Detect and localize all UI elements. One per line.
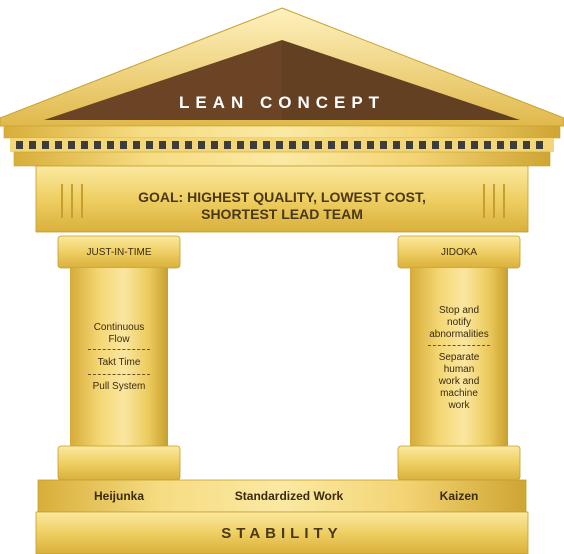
- foundation-stability: STABILITY: [221, 525, 343, 542]
- dentil: [159, 141, 166, 149]
- capital-right-label: JIDOKA: [440, 247, 478, 258]
- dentil: [510, 141, 517, 149]
- shaft-left: [70, 268, 168, 448]
- foundation-standardized-work: Standardized Work: [234, 489, 344, 503]
- cornice-top: [3, 125, 561, 139]
- plinth-right: [397, 445, 521, 481]
- plinth-left: [57, 445, 181, 481]
- dentil: [289, 141, 296, 149]
- dentil: [198, 141, 205, 149]
- dentil: [120, 141, 127, 149]
- dentil: [133, 141, 140, 149]
- dentil: [419, 141, 426, 149]
- shaft-right: [410, 268, 508, 448]
- dentil: [315, 141, 322, 149]
- dentil: [328, 141, 335, 149]
- pillar-left: [57, 235, 181, 481]
- dentil: [237, 141, 244, 149]
- left-divider-1: [88, 349, 150, 350]
- right-item-stop-notify: Stop and notify abnormalities: [410, 305, 508, 341]
- capital-left-label: JUST-IN-TIME: [86, 247, 152, 258]
- right-item-2-line-3: work and: [438, 376, 480, 387]
- dentil: [211, 141, 218, 149]
- dentil: [302, 141, 309, 149]
- foundation-top: [37, 479, 527, 513]
- dentil: [484, 141, 491, 149]
- left-item-continuous-flow: Continuous Flow: [70, 322, 168, 346]
- left-divider-2: [88, 374, 150, 375]
- goal-line-2: SHORTEST LEAD TEAM: [201, 206, 363, 222]
- dentil: [354, 141, 361, 149]
- pediment-inner-shade: [282, 40, 520, 120]
- dentil: [81, 141, 88, 149]
- dentil: [68, 141, 75, 149]
- triglyph-right: [483, 184, 505, 218]
- left-item-pull-system: Pull System: [70, 381, 168, 393]
- dentil: [406, 141, 413, 149]
- goal-line-1: GOAL: HIGHEST QUALITY, LOWEST COST,: [138, 189, 426, 205]
- dentil: [471, 141, 478, 149]
- cornice-dentils: [16, 141, 543, 149]
- right-divider-1: [428, 345, 490, 346]
- dentil: [263, 141, 270, 149]
- dentil: [536, 141, 543, 149]
- right-item-1-line-3: abnormalities: [429, 329, 489, 340]
- right-item-2-line-2: human: [443, 364, 475, 375]
- left-item-1-line-1: Continuous: [93, 322, 145, 333]
- dentil: [393, 141, 400, 149]
- pillar-right: [397, 235, 521, 481]
- foundation-kaizen: Kaizen: [439, 489, 479, 503]
- right-item-1-line-2: notify: [447, 317, 471, 328]
- right-item-2-line-4: machine: [440, 388, 478, 399]
- entablature: [35, 165, 529, 233]
- dentil: [224, 141, 231, 149]
- dentil: [172, 141, 179, 149]
- foundation-heijunka: Heijunka: [93, 489, 144, 503]
- dentil: [94, 141, 101, 149]
- dentil: [55, 141, 62, 149]
- cornice-bottom: [13, 151, 551, 167]
- triglyph-left: [61, 184, 83, 218]
- dentil: [380, 141, 387, 149]
- right-item-1-line-1: Stop and: [438, 305, 480, 316]
- dentil: [29, 141, 36, 149]
- right-item-2-line-5: work: [448, 400, 470, 411]
- dentil: [185, 141, 192, 149]
- dentil: [16, 141, 23, 149]
- dentil: [432, 141, 439, 149]
- dentil: [146, 141, 153, 149]
- goal-text: GOAL: HIGHEST QUALITY, LOWEST COST, SHOR…: [90, 189, 474, 223]
- left-item-2-line-1: Takt Time: [97, 357, 141, 368]
- dentil: [523, 141, 530, 149]
- dentil: [250, 141, 257, 149]
- right-item-2-line-1: Separate: [438, 352, 480, 363]
- dentil: [276, 141, 283, 149]
- dentil: [341, 141, 348, 149]
- foundation-base: [35, 511, 529, 554]
- dentil: [458, 141, 465, 149]
- right-item-separate-work: Separate human work and machine work: [410, 352, 508, 412]
- pediment: [0, 7, 564, 127]
- dentil: [42, 141, 49, 149]
- left-item-takt-time: Takt Time: [70, 357, 168, 369]
- left-item-1-line-2: Flow: [108, 334, 130, 345]
- dentil: [367, 141, 374, 149]
- dentil: [107, 141, 114, 149]
- dentil: [445, 141, 452, 149]
- diagram-title: LEAN CONCEPT: [178, 93, 386, 112]
- dentil: [497, 141, 504, 149]
- pediment-inner-brown: [44, 40, 520, 120]
- left-item-3-line-1: Pull System: [92, 381, 146, 392]
